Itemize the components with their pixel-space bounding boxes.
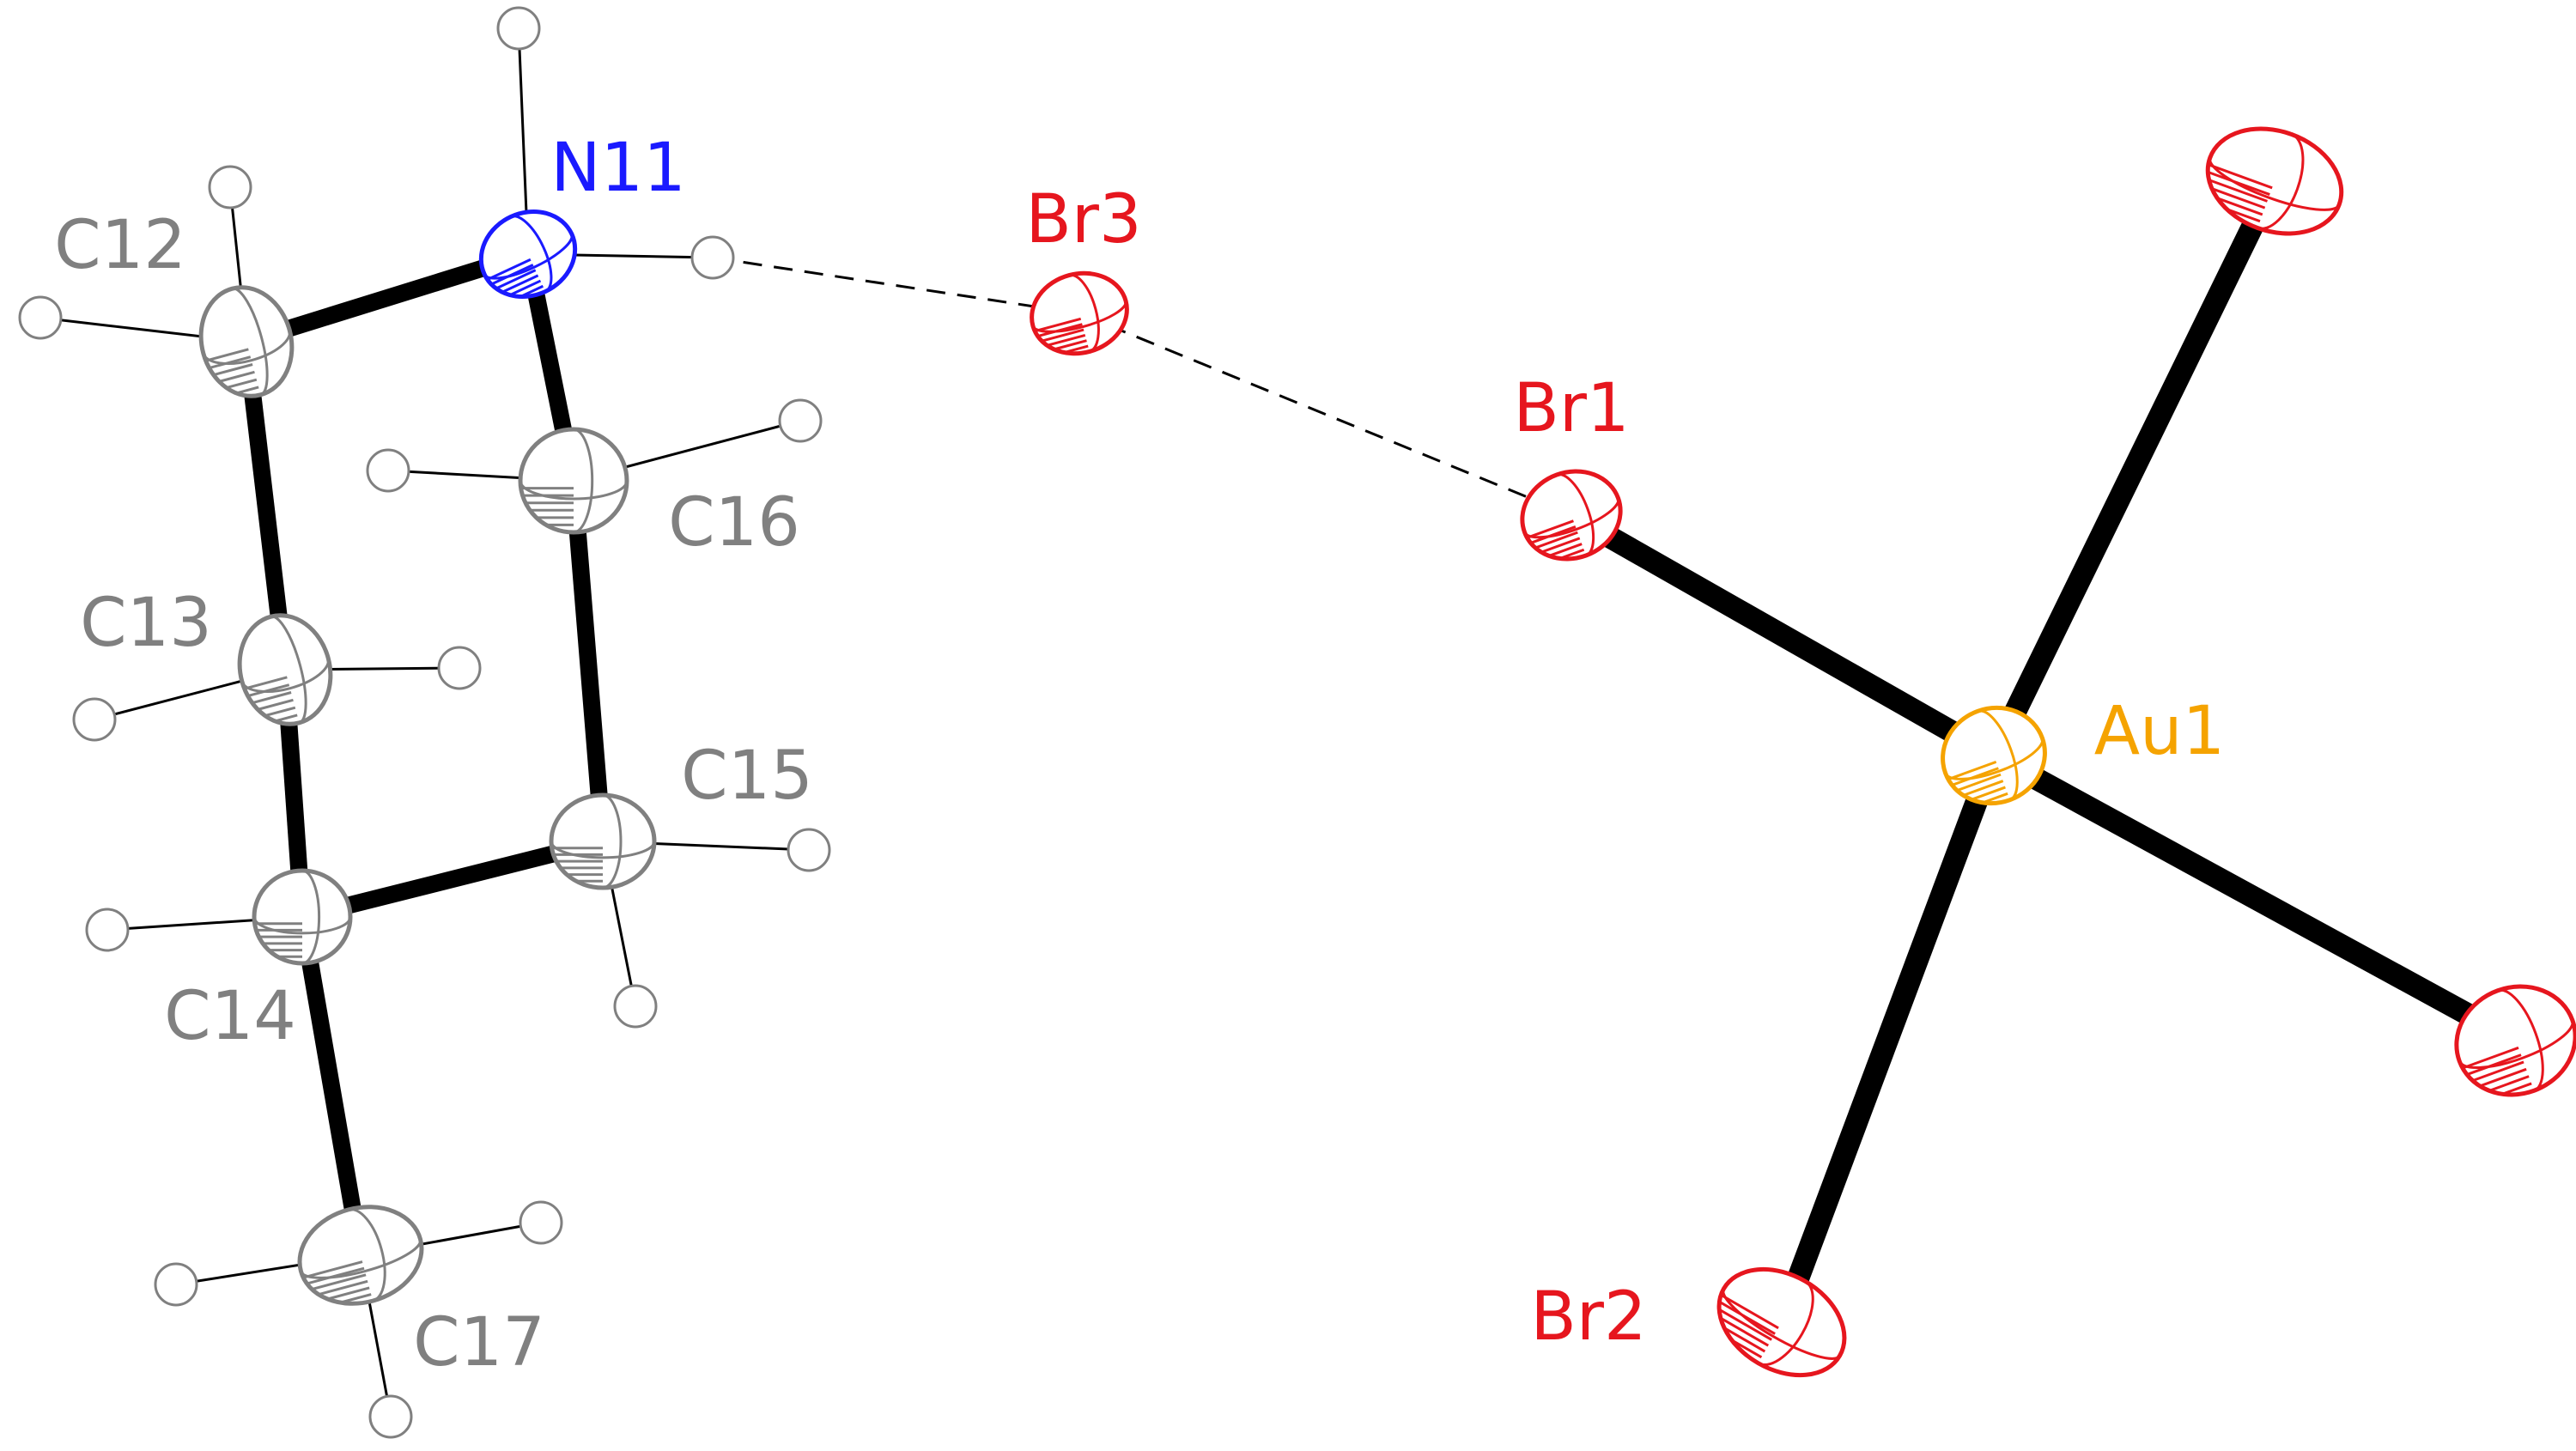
atom-label-c16: C16	[668, 484, 800, 562]
atom-label-br3: Br3	[1025, 181, 1141, 258]
hydrogen-atom-h16a	[366, 448, 410, 493]
atom-br4	[2205, 126, 2344, 236]
atom-c14	[252, 868, 353, 966]
atom-br5	[2454, 984, 2576, 1097]
bond-au1-br2	[1771, 751, 2005, 1327]
hydrogen-atom-h_n_b	[690, 235, 735, 280]
atom-br2	[1716, 1266, 1847, 1378]
hydrogen-bond-h_n_b-br3	[712, 256, 1080, 315]
hydrogen-bond-br3-br1	[1078, 312, 1572, 517]
atom-label-br2: Br2	[1530, 1278, 1646, 1356]
atom-label-c17: C17	[413, 1304, 545, 1381]
atom-label-c15: C15	[681, 738, 813, 815]
bond-c14-c17	[294, 915, 369, 1257]
hydrogen-atom-h16b	[778, 398, 823, 443]
hydrogen-atom-h15b	[613, 984, 658, 1029]
hydrogen-atom-h15a	[787, 828, 831, 872]
atom-label-au1: Au1	[2094, 693, 2225, 770]
atom-br1	[1520, 469, 1623, 562]
atom-label-n11: N11	[550, 130, 686, 207]
atom-n11	[478, 209, 578, 300]
atom-label-c14: C14	[164, 978, 296, 1055]
atom-au1	[1941, 705, 2047, 806]
bond-au1-br5	[1988, 745, 2522, 1051]
bond-au1-br1	[1565, 505, 2000, 766]
atom-c16	[518, 427, 629, 535]
hydrogen-atom-h13a	[72, 697, 117, 742]
bond-c15-c16	[565, 480, 611, 842]
hydrogen-atom-h17a	[519, 1200, 563, 1245]
atom-br3	[1030, 270, 1129, 356]
atom-c15	[549, 792, 657, 890]
atom-c17	[297, 1205, 424, 1306]
hydrogen-atom-h12a	[208, 165, 252, 209]
hydrogen-atom-h14	[85, 908, 130, 952]
hydrogen-atom-h17c	[368, 1394, 413, 1439]
atom-c12	[198, 285, 295, 398]
bond-au1-br4	[1984, 176, 2285, 761]
atom-label-br1: Br1	[1513, 370, 1629, 447]
atom-label-c13: C13	[80, 585, 212, 662]
hydrogen-atom-h12b	[18, 295, 63, 340]
hydrogen-atom-h13b	[437, 646, 482, 690]
hydrogen-atom-h17b	[154, 1262, 198, 1307]
hydrogen-atom-h_n_a	[496, 6, 541, 51]
atom-label-c12: C12	[54, 207, 186, 284]
atom-c13	[237, 613, 333, 726]
